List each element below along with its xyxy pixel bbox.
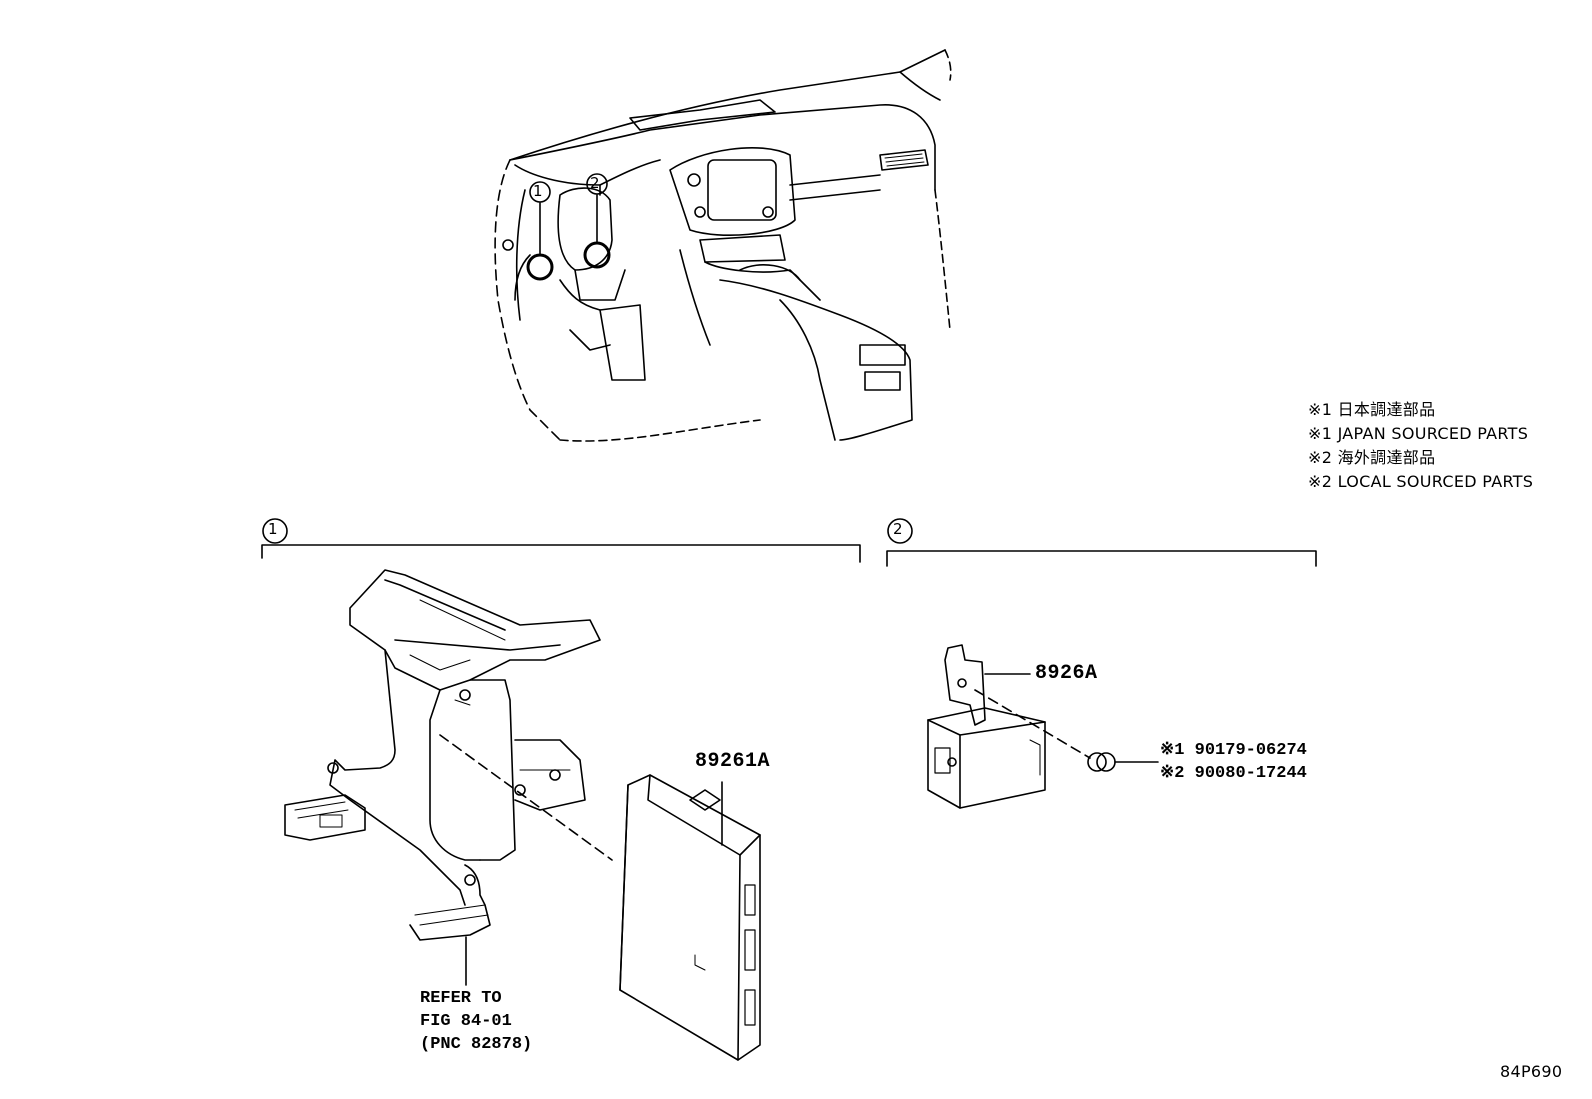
note-japan-sourced-en: ※1 JAPAN SOURCED PARTS xyxy=(1308,424,1529,443)
callout-number-2: 2 xyxy=(590,174,600,192)
section-1-number: 1 xyxy=(268,520,278,538)
bolt-screw xyxy=(1087,752,1159,772)
bolt-part-number-2: ※2 90080-17244 xyxy=(1160,764,1307,783)
location-marker-1 xyxy=(526,181,554,281)
note-local-sourced-en: ※2 LOCAL SOURCED PARTS xyxy=(1308,472,1534,491)
bolt-part-number-1: ※1 90179-06274 xyxy=(1160,741,1307,760)
mounting-bracket-1 xyxy=(284,569,601,986)
module-unit xyxy=(927,707,1046,809)
part-number-8926A: 8926A xyxy=(1035,662,1098,685)
section-1-bracket xyxy=(261,518,861,563)
part-number-89261A: 89261A xyxy=(695,750,771,773)
note-japan-sourced-jp: ※1 日本調達部品 xyxy=(1308,400,1436,419)
refer-to-line-3: (PNC 82878) xyxy=(420,1035,533,1054)
figure-id: 84P690 xyxy=(1500,1062,1563,1081)
section-2-bracket xyxy=(886,518,1317,567)
ecu-89261A xyxy=(619,774,761,1061)
note-local-sourced-jp: ※2 海外調達部品 xyxy=(1308,448,1436,467)
location-marker-2 xyxy=(583,173,611,269)
callout-number-1: 1 xyxy=(533,182,543,200)
dashboard-overview xyxy=(494,49,952,442)
refer-to-line-1: REFER TO xyxy=(420,989,502,1008)
section-2-number: 2 xyxy=(893,520,903,538)
bracket-8926A xyxy=(944,644,1031,726)
refer-to-line-2: FIG 84-01 xyxy=(420,1012,512,1031)
